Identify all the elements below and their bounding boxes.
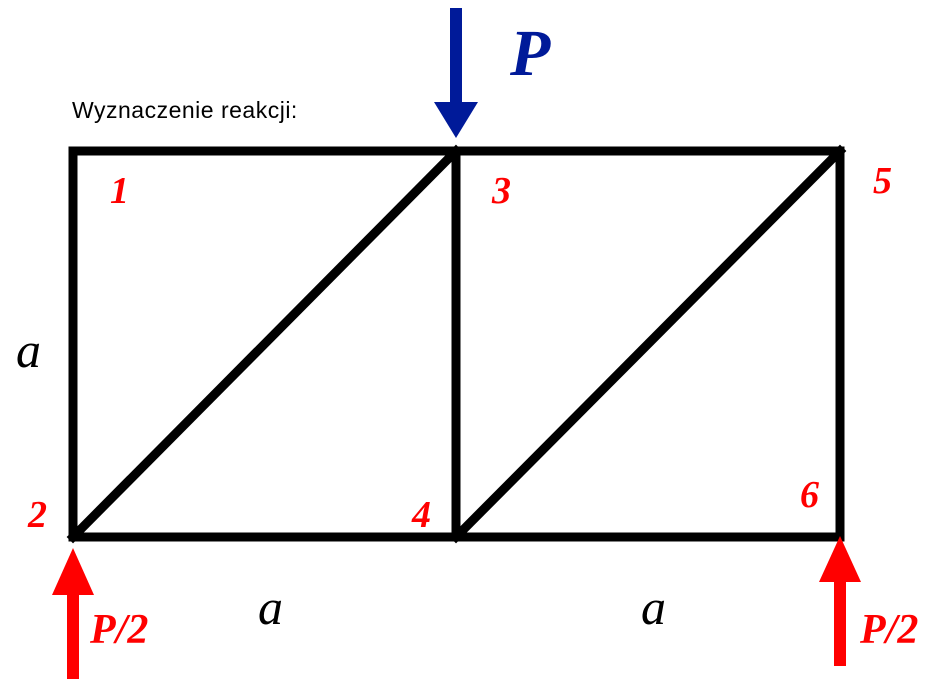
load-arrow-p <box>434 8 478 138</box>
member-4-5-diagonal <box>449 144 847 544</box>
reaction-arrow-shaft-right <box>834 579 846 666</box>
reaction-arrow-node-6 <box>819 536 861 666</box>
node-label-4: 4 <box>411 494 431 536</box>
dimension-right-span-label: a <box>641 579 666 635</box>
load-arrow-head <box>434 102 478 138</box>
member-2-3-diagonal <box>66 144 463 544</box>
dimension-height-label: a <box>16 322 41 378</box>
node-label-2: 2 <box>27 494 47 536</box>
reaction-arrow-node-2 <box>52 548 94 679</box>
caption-text: Wyznaczenie reakcji: <box>72 97 298 123</box>
truss-members <box>66 144 847 544</box>
node-label-3: 3 <box>491 170 511 212</box>
reaction-arrow-head-left <box>52 548 94 595</box>
node-labels: 1 2 3 4 5 6 <box>27 160 892 536</box>
reaction-label-left: P/2 <box>89 607 148 653</box>
load-label: P <box>509 17 551 90</box>
reaction-arrow-head-right <box>819 536 861 582</box>
reaction-label-right: P/2 <box>859 607 918 653</box>
dimension-left-span-label: a <box>258 579 283 635</box>
load-arrow-shaft <box>450 8 462 106</box>
reaction-arrow-shaft-left <box>67 592 79 679</box>
node-label-1: 1 <box>110 170 129 212</box>
node-label-5: 5 <box>873 160 892 202</box>
node-label-6: 6 <box>800 474 819 516</box>
